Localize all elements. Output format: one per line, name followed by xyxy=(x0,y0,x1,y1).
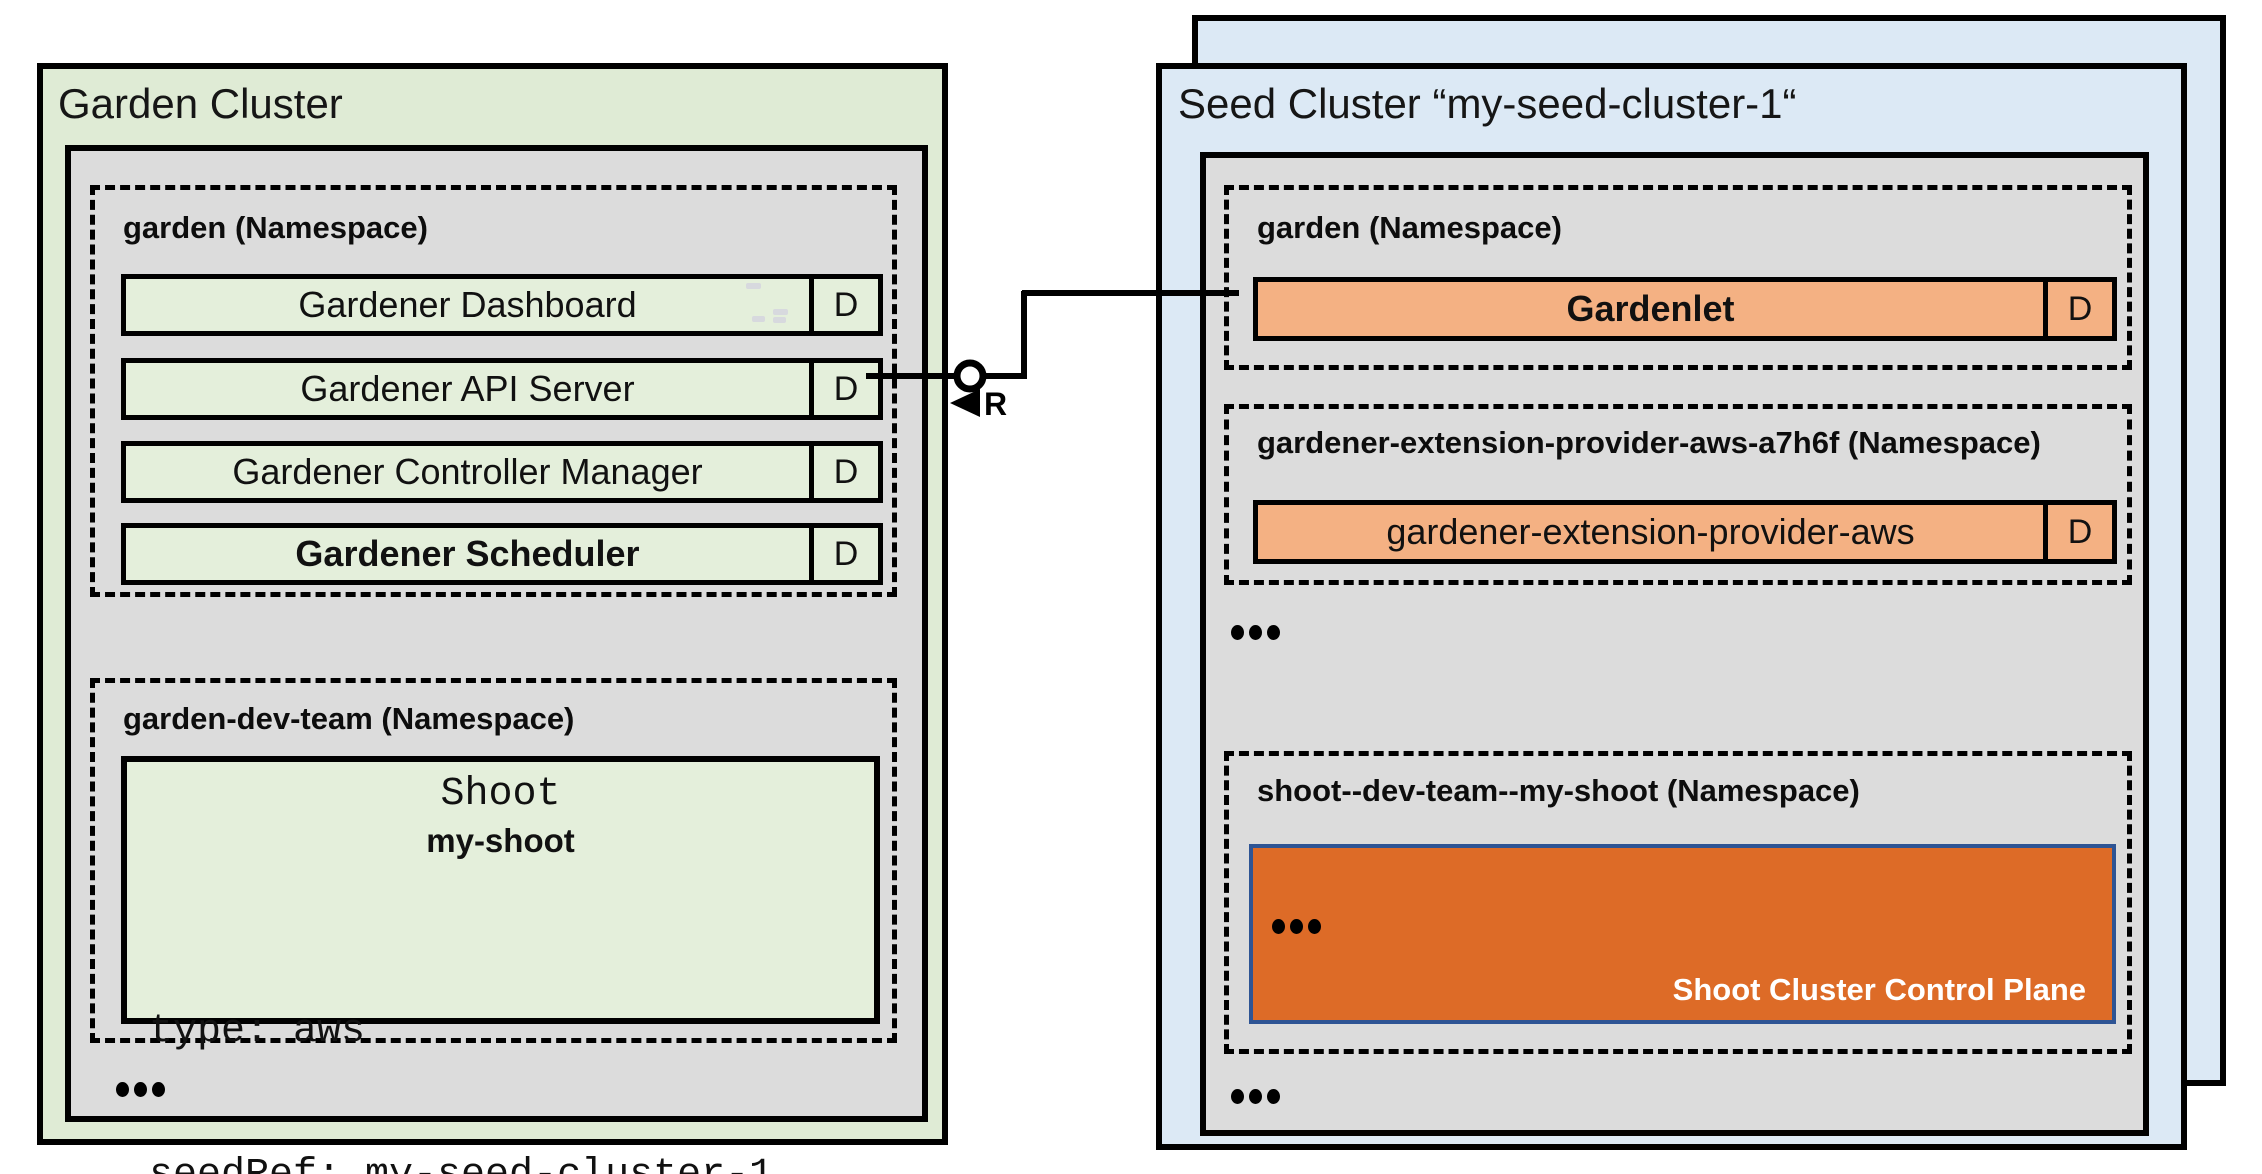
component-label: Gardener Scheduler xyxy=(295,533,640,574)
component-label: Gardenlet xyxy=(1566,288,1735,329)
seed-cluster-title: Seed Cluster “my-seed-cluster-1“ xyxy=(1178,80,1797,127)
seed-cluster-inner-panel: garden (Namespace) Gardenlet D gardener-… xyxy=(1200,152,2149,1136)
deployment-badge: D xyxy=(809,528,878,580)
ghost-artifact xyxy=(773,317,786,323)
shoot-spec-seedref: seedRef: my-seed-cluster-1 xyxy=(149,1152,773,1174)
connection-direction-label: R xyxy=(984,386,1008,422)
ellipsis xyxy=(116,1081,165,1097)
component-extension-provider-aws: gardener-extension-provider-aws D xyxy=(1253,500,2117,564)
component-label: gardener-extension-provider-aws xyxy=(1386,511,1915,552)
garden-cluster-title: Garden Cluster xyxy=(58,80,343,127)
deployment-badge: D xyxy=(2043,505,2112,559)
component-gardener-dashboard: Gardener Dashboard D xyxy=(121,274,883,336)
namespace-garden-dev-team-title: garden-dev-team (Namespace) xyxy=(123,701,575,736)
seed-namespace-extension-title: gardener-extension-provider-aws-a7h6f (N… xyxy=(1257,425,2041,460)
component-gardener-api-server: Gardener API Server D xyxy=(121,358,883,420)
shoot-control-plane-box: Shoot Cluster Control Plane xyxy=(1249,844,2116,1024)
deployment-badge: D xyxy=(2043,282,2112,336)
shoot-spec: type: aws seedRef: my-seed-cluster-1 xyxy=(149,912,773,1174)
interface-circle xyxy=(953,359,987,393)
component-label: Gardener API Server xyxy=(300,368,635,409)
ellipsis xyxy=(1272,918,1321,934)
component-gardenlet: Gardenlet D xyxy=(1253,277,2117,341)
dot xyxy=(1272,918,1285,934)
dot xyxy=(1249,624,1262,640)
dot xyxy=(1267,624,1280,640)
component-label: Gardener Dashboard xyxy=(298,284,637,325)
shoot-resource-box: Shoot my-shoot type: aws seedRef: my-see… xyxy=(121,756,880,1174)
shoot-spec-type: type: aws xyxy=(149,1009,366,1054)
ellipsis xyxy=(1231,1088,1280,1104)
dot xyxy=(116,1081,129,1097)
shoot-name: my-shoot xyxy=(426,822,575,859)
dot xyxy=(1308,918,1321,934)
ellipsis xyxy=(1231,624,1280,640)
deployment-badge: D xyxy=(809,446,878,498)
component-label: Gardener Controller Manager xyxy=(232,451,703,492)
arrowhead-icon xyxy=(950,389,980,417)
deployment-badge: D xyxy=(809,363,878,415)
dot xyxy=(1249,1088,1262,1104)
seed-namespace-shoot: shoot--dev-team--my-shoot (Namespace) Sh… xyxy=(1224,751,2132,1054)
namespace-garden-title: garden (Namespace) xyxy=(123,210,428,245)
seed-cluster-box: Seed Cluster “my-seed-cluster-1“ garden … xyxy=(1156,63,2187,1150)
seed-namespace-shoot-title: shoot--dev-team--my-shoot (Namespace) xyxy=(1257,773,1860,808)
shoot-kind: Shoot xyxy=(440,772,561,817)
control-plane-label: Shoot Cluster Control Plane xyxy=(1672,972,2086,1007)
dot xyxy=(1267,1088,1280,1104)
garden-cluster-box: Garden Cluster garden (Namespace) Garden… xyxy=(37,63,948,1174)
seed-namespace-garden-title: garden (Namespace) xyxy=(1257,210,1562,245)
ghost-artifact xyxy=(773,309,788,315)
namespace-garden: garden (Namespace) Gardener Dashboard D … xyxy=(90,185,897,597)
dot xyxy=(134,1081,147,1097)
ghost-artifact xyxy=(746,283,761,289)
ghost-artifact xyxy=(752,316,765,322)
deployment-badge: D xyxy=(809,279,878,331)
namespace-garden-dev-team: garden-dev-team (Namespace) Shoot my-sho… xyxy=(90,678,897,1174)
seed-namespace-garden: garden (Namespace) Gardenlet D xyxy=(1224,185,2132,370)
dot xyxy=(152,1081,165,1097)
component-gardener-scheduler: Gardener Scheduler D xyxy=(121,523,883,585)
garden-cluster-inner-panel: garden (Namespace) Gardener Dashboard D … xyxy=(65,145,928,1174)
component-gardener-controller-manager: Gardener Controller Manager D xyxy=(121,441,883,503)
dot xyxy=(1290,918,1303,934)
seed-namespace-extension: gardener-extension-provider-aws-a7h6f (N… xyxy=(1224,404,2132,585)
dot xyxy=(1231,1088,1244,1104)
dot xyxy=(1231,624,1244,640)
